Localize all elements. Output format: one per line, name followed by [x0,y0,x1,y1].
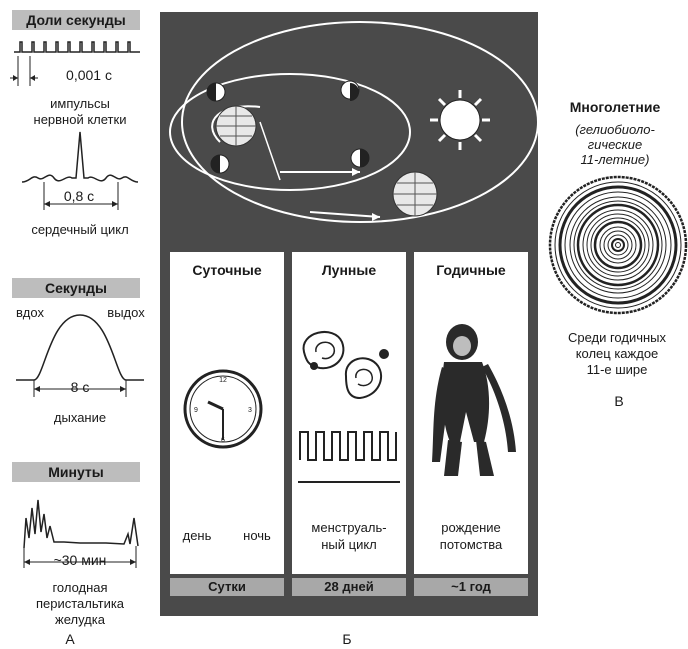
multiyear-sub-1: (гелиобиоло- [548,122,682,137]
multiyear-heading: Многолетние [548,100,682,115]
breath-caption: дыхание [10,410,150,425]
rings-caption-1: Среди годичных [548,330,686,345]
earth-globe-icon [216,106,256,146]
chimpanzee-icon [422,312,522,482]
breath-interval: 8 с [50,380,110,395]
seconds-heading: Секунды [12,278,140,298]
heart-caption: сердечный цикл [10,222,150,237]
multiyear-sub-3: 11-летние) [548,152,682,167]
impulse-interval: 0,001 с [44,68,134,83]
heart-interval: 0,8 с [44,189,114,204]
stomach-caption-3: желудка [10,612,150,627]
daily-title: Суточные [170,262,284,278]
lunar-caption-1: менструаль- [292,520,406,536]
svg-text:3: 3 [248,407,252,414]
yearly-caption-1: рождение [414,520,528,536]
svg-text:6: 6 [221,437,225,444]
panel-b-letter: Б [332,632,362,647]
clock-icon: 12 3 6 9 [178,364,268,454]
svg-text:9: 9 [194,407,198,414]
multiyear-sub-2: гические [548,137,682,152]
daily-caption-1: день [172,528,222,544]
yearly-card: Годичные рождение потомства [414,252,528,574]
stomach-interval: ~30 мин [40,553,120,568]
tree-rings-icon [548,175,688,315]
lunar-title: Лунные [292,262,406,278]
impulse-caption-1: импульсы [10,96,150,111]
lunar-caption-2: ный цикл [292,537,406,553]
fractions-heading: Доли секунды [12,10,140,30]
svg-text:12: 12 [219,377,227,384]
uterine-wall-icon [294,420,404,490]
impulse-caption-2: нервной клетки [10,112,150,127]
sun-icon [430,90,490,150]
yearly-title: Годичные [414,262,528,278]
daily-footer: Сутки [170,578,284,596]
stomach-caption-1: голодная [10,580,150,595]
rings-caption-3: 11-е шире [548,362,686,377]
yearly-caption-2: потомства [414,537,528,553]
earth-globe-icon-2 [393,172,437,216]
panel-c-letter: В [604,394,634,409]
daily-caption-2: ночь [232,528,282,544]
panel-a-letter: А [55,632,85,647]
lunar-footer: 28 дней [292,578,406,596]
lunar-card: Лунные менструаль- ный цикл [292,252,406,574]
minutes-heading: Минуты [12,462,140,482]
yearly-footer: ~1 год [414,578,528,596]
rings-caption-2: колец каждое [548,346,686,361]
daily-card: Суточные 12 3 6 9 день ночь [170,252,284,574]
stomach-caption-2: перистальтика [10,596,150,611]
orbit-diagram [160,12,538,242]
cell-icon [294,322,404,412]
